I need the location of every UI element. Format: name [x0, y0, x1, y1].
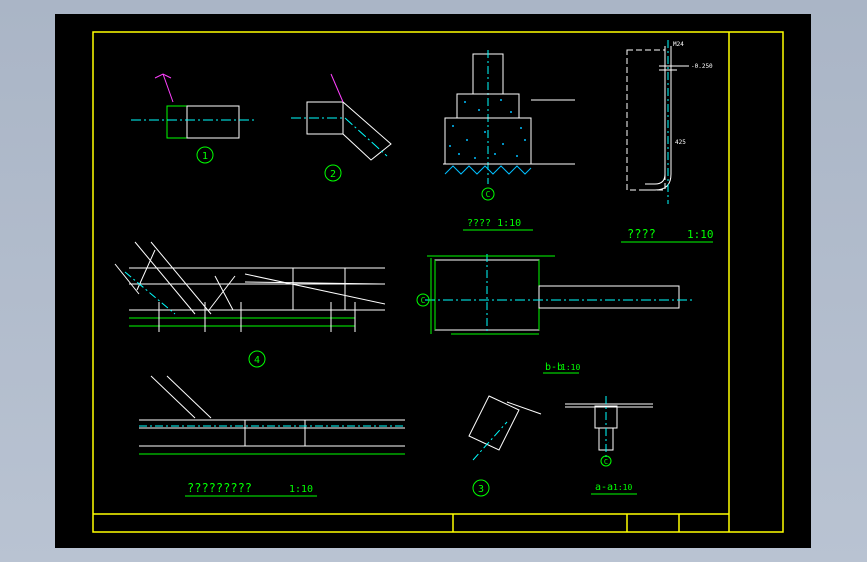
title-section-aa: a-a 1:10	[591, 482, 637, 495]
svg-text:1:10: 1:10	[289, 484, 313, 495]
detail-3-tilted-tube	[468, 395, 542, 461]
section-marker-c3: C	[600, 455, 612, 467]
detail-2-angle-joint	[291, 73, 392, 161]
detail-4-frame	[114, 241, 386, 327]
anchor-level-dim: -0.250	[691, 63, 713, 70]
svg-text:a-a: a-a	[595, 482, 613, 493]
detail-marker-3: 3	[472, 479, 490, 497]
svg-text:1:10: 1:10	[613, 483, 632, 492]
cad-drawing-viewport[interactable]: 1 2 C ???? 1:10	[55, 14, 811, 548]
anchor-bolts-detail-4	[158, 302, 356, 332]
foundation-detail	[443, 50, 575, 184]
drawing-border	[92, 31, 784, 533]
svg-text:C: C	[486, 190, 491, 199]
concrete-hatch	[449, 99, 526, 159]
svg-text:b-b: b-b	[545, 362, 563, 373]
section-aa	[565, 396, 653, 460]
svg-text:?????????: ?????????	[187, 481, 252, 495]
anchor-bolt-detail	[626, 40, 689, 204]
title-foundation-detail: ???? 1:10	[463, 218, 533, 231]
cad-drawing-canvas: 1 2 C ???? 1:10	[92, 31, 784, 533]
detail-marker-2: 2	[324, 164, 342, 182]
section-marker-c1: C	[481, 187, 495, 201]
svg-text:1:10: 1:10	[561, 363, 580, 372]
detail-marker-1: 1	[196, 146, 214, 164]
frame-elevation	[139, 375, 405, 455]
svg-text:C: C	[604, 458, 608, 466]
title-frame-elevation: ????????? 1:10	[185, 481, 317, 497]
anchor-top-dim: M24	[673, 41, 684, 48]
svg-text:4: 4	[254, 355, 260, 366]
detail-label-1: 1	[202, 151, 208, 162]
svg-text:3: 3	[478, 484, 484, 495]
svg-text:????: ????	[627, 227, 656, 241]
title-anchor-detail: ???? 1:10	[621, 227, 714, 243]
detail-marker-4: 4	[248, 350, 266, 368]
detail-1-pipe-joint	[131, 73, 255, 139]
svg-text:C: C	[421, 296, 426, 305]
anchor-length-dim: 425	[675, 139, 686, 146]
svg-text:1:10: 1:10	[687, 228, 714, 241]
detail-label-2: 2	[330, 169, 336, 180]
section-marker-c2: C	[416, 293, 430, 307]
title-section-bb: b-b 1:10	[543, 362, 580, 374]
svg-text:???? 1:10: ???? 1:10	[467, 218, 521, 229]
section-bb	[425, 254, 695, 335]
